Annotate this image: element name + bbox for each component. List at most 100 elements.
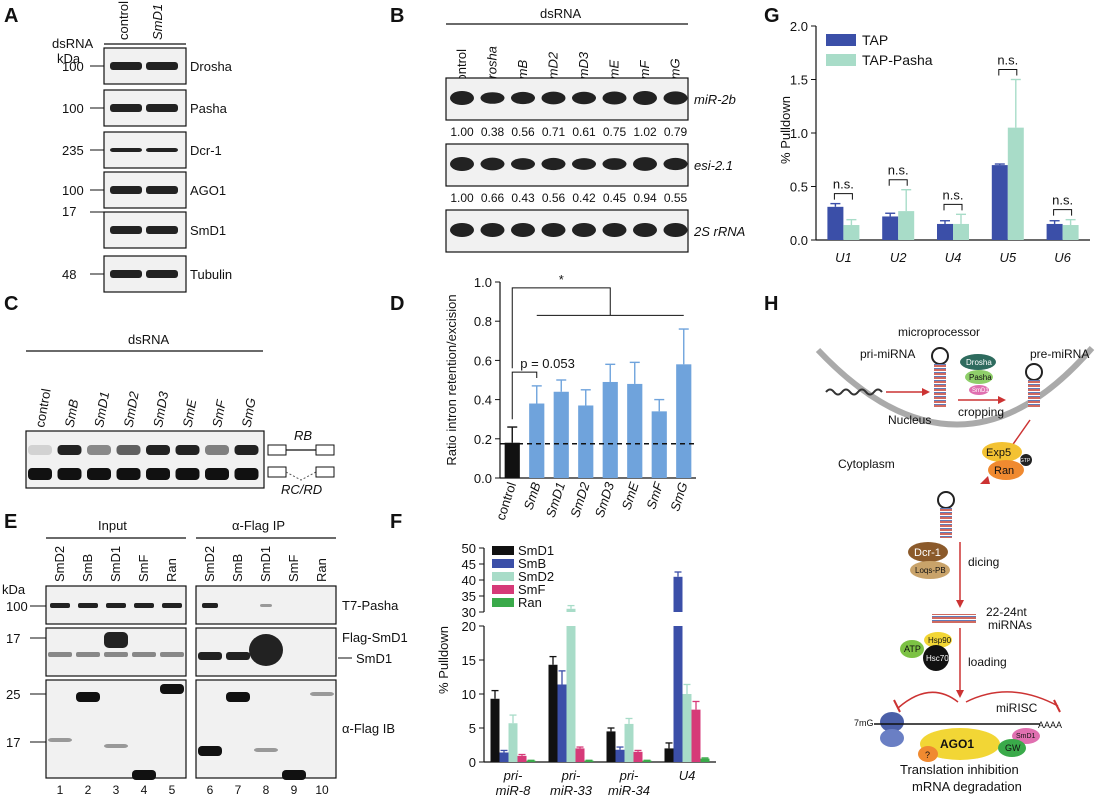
f-bar-smb	[557, 684, 567, 762]
quant-value: 0.61	[572, 125, 596, 139]
band-b	[541, 157, 566, 171]
f-bar-smb	[499, 752, 509, 762]
h-cropping: cropping	[958, 405, 1004, 419]
f-bar-smb	[615, 749, 625, 762]
band-e-flag-smd1	[104, 632, 128, 648]
e-blot-label: SmD1	[356, 651, 392, 666]
e-lane-number: 4	[141, 783, 148, 797]
panel-d-chart: D Ratio intron retention/excision 0.00.2…	[390, 272, 696, 522]
panel-e-ip-header: α-Flag IP	[232, 518, 285, 533]
band-c-rb	[175, 445, 200, 455]
f-bar-smb	[673, 626, 683, 762]
hsp90-icon	[924, 632, 952, 648]
d-ytick: 0.2	[474, 432, 492, 447]
h-gw: GW	[1005, 743, 1021, 753]
g-ns-label: n.s.	[997, 53, 1018, 68]
lane-e-smb: SmB	[230, 554, 245, 582]
cyto-hairpin-stem	[940, 508, 952, 538]
f-legend-label: SmD1	[518, 543, 554, 558]
f-xtick: miR-34	[608, 783, 650, 798]
panel-g-ylabel: % Pulldown	[778, 96, 793, 164]
f-ytick: 15	[462, 653, 476, 668]
blot-a-marker: 48	[62, 267, 76, 282]
e-lane-number: 7	[235, 783, 242, 797]
band-c-rcrd	[87, 468, 111, 480]
band-b	[450, 223, 474, 237]
band-c-rcrd	[234, 468, 259, 480]
d-xtick: SmD3	[592, 480, 618, 520]
lane-c-control: control	[32, 387, 54, 428]
band-b	[663, 157, 688, 171]
panel-a-blots: Drosha100Pasha100Dcr-1235AGO1100SmD117Tu…	[62, 47, 233, 293]
g-xtick: U5	[999, 250, 1016, 265]
f-legend-label: Ran	[518, 595, 542, 610]
d-pvalue: p = 0.053	[520, 356, 575, 371]
lane-c-smb: SmB	[62, 398, 82, 429]
d-bar-smd2	[578, 405, 594, 478]
f-legend-label: SmD2	[518, 569, 554, 584]
h-out-2: mRNA degradation	[912, 779, 1022, 794]
f-bar-smf	[517, 755, 527, 762]
lane-c-smd2: SmD2	[121, 390, 142, 429]
e-blot-label: α-Flag IB	[342, 721, 395, 736]
band-e-flag-ib	[48, 738, 72, 742]
h-pasha: Pasha	[969, 373, 992, 382]
d-bar-smg	[676, 364, 692, 478]
blot-a-marker: 100	[62, 59, 84, 74]
mirna-duplex	[932, 614, 976, 624]
f-bar-smb-upper	[673, 576, 683, 612]
band-a-smd1	[146, 186, 178, 194]
g-bar-tap	[991, 165, 1008, 240]
isoform-rb-label: RB	[294, 428, 312, 443]
lane-c-smg: SmG	[239, 397, 259, 429]
e-marker: 17	[6, 631, 20, 646]
f-bar-smf	[633, 751, 643, 762]
band-a-control	[110, 62, 142, 70]
h-ago1: AGO1	[940, 737, 974, 751]
d-xtick: control	[493, 480, 519, 522]
h-smd1-a: SmD1	[972, 388, 989, 394]
band-e-flag-ib	[160, 684, 184, 694]
smd1-icon-b	[1012, 728, 1040, 744]
band-b	[602, 91, 627, 105]
panel-h-label: H	[764, 293, 778, 315]
g-ytick: 0.5	[790, 180, 808, 195]
band-c-rb	[146, 445, 170, 455]
f-bar-smd2	[508, 723, 518, 762]
cap-complex-a	[880, 712, 904, 732]
g-bar-tap-pasha	[843, 225, 860, 240]
h-dicing: dicing	[968, 555, 999, 569]
band-c-rcrd	[205, 468, 229, 480]
lane-e-smb: SmB	[80, 554, 95, 582]
blot-b-label: miR-2b	[694, 92, 736, 107]
panel-f-ylabel: % Pulldown	[436, 626, 451, 694]
f-ytick: 20	[462, 619, 476, 634]
blot-a-marker: 100	[62, 183, 84, 198]
band-b	[511, 91, 535, 105]
band-e-pasha	[50, 603, 70, 608]
rb-exon-1	[267, 444, 287, 456]
band-a-smd1	[146, 270, 178, 278]
pre-hairpin-loop	[1025, 363, 1043, 381]
unknown-factor-icon	[918, 746, 938, 762]
h-mirnas-2: miRNAs	[988, 618, 1032, 632]
d-bar-smf	[651, 411, 667, 478]
h-hsp90: Hsp90	[928, 636, 952, 645]
blot-a-marker: 100	[62, 101, 84, 116]
lane-e-smd2: SmD2	[52, 546, 67, 582]
g-xtick: U2	[890, 250, 907, 265]
e-lane-number: 5	[169, 783, 176, 797]
quant-value: 0.55	[664, 191, 688, 205]
g-ytick: 0.0	[790, 233, 808, 248]
loqs-icon	[910, 561, 950, 579]
d-bar-sme	[627, 383, 643, 478]
panel-h: H microprocessor pri-miRNA pre-miRNA Dro…	[764, 293, 1095, 794]
exp5-icon	[982, 442, 1022, 462]
band-b	[541, 223, 566, 237]
band-e-flag-ib	[76, 692, 100, 702]
panel-e-label: E	[4, 511, 17, 533]
d-bar-smb	[529, 403, 545, 478]
lane-c-sme: SmE	[180, 398, 200, 429]
panel-a-lane-smd1: SmD1	[150, 4, 165, 40]
